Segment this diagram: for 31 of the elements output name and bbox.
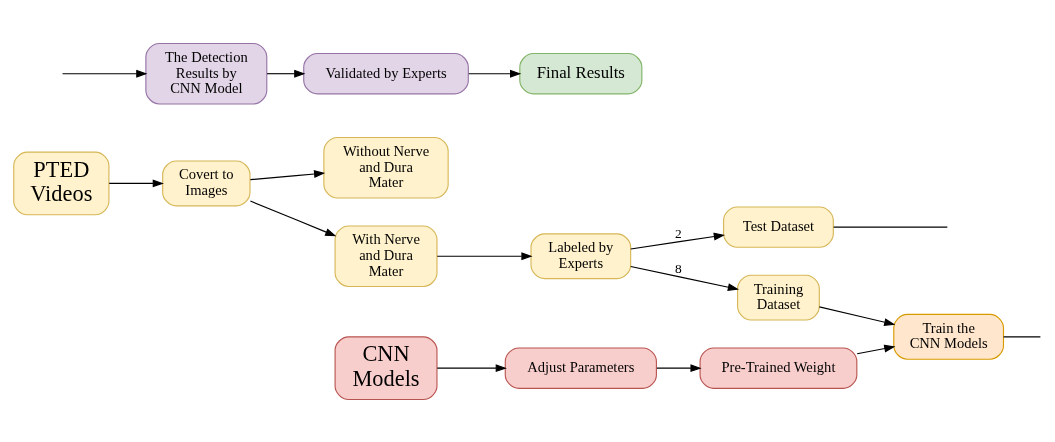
- arrow: [436, 251, 533, 260]
- node-box: The Detection Results by CNN Model: [145, 42, 268, 104]
- node-box: With Nerve and Dura Mater: [334, 224, 438, 287]
- node-box: PTED Videos: [13, 151, 110, 215]
- node-box: Training Dataset: [737, 274, 820, 321]
- node-box: Test Dataset: [723, 205, 834, 248]
- node-box: Covert to Images: [162, 160, 251, 206]
- node-box: Train the CNN Models: [893, 313, 1005, 360]
- arrow: [62, 69, 148, 78]
- edge-label: 8: [674, 260, 682, 276]
- node-box: Pre-Trained Weight: [699, 346, 858, 389]
- arrow: [436, 363, 507, 372]
- edge-label: 2: [674, 225, 682, 241]
- arrow: [630, 232, 725, 249]
- arrow: [108, 179, 164, 187]
- connector: [833, 226, 948, 228]
- node-box: Labeled by Experts: [530, 232, 632, 279]
- arrow: [266, 69, 306, 78]
- arrow: [818, 305, 896, 326]
- connector: [1003, 335, 1041, 337]
- arrow: [249, 169, 326, 180]
- node-box: Final Results: [519, 52, 643, 94]
- arrow: [856, 344, 896, 354]
- node-box: Without Nerve and Dura Mater: [323, 136, 449, 199]
- node-box: CNN Models: [334, 335, 438, 400]
- arrow: [656, 363, 702, 372]
- arrow: [630, 265, 739, 291]
- arrow: [468, 69, 522, 78]
- arrow: [249, 200, 337, 236]
- node-box: Validated by Experts: [303, 52, 469, 94]
- node-box: Adjust Parameters: [504, 346, 657, 389]
